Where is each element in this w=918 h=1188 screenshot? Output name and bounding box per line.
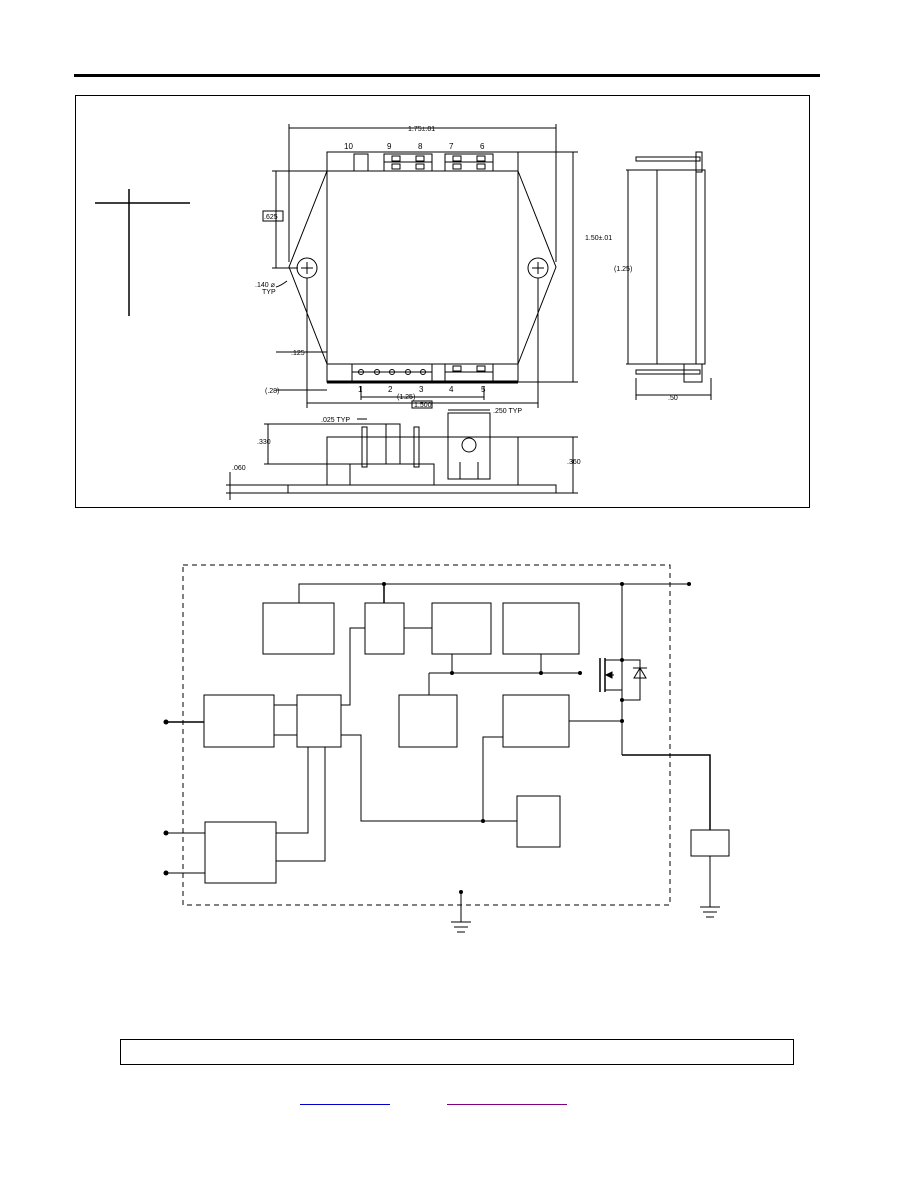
block-b — [364, 602, 405, 655]
pin-label-6: 6 — [480, 142, 485, 151]
dim-28: (.28) — [265, 388, 279, 395]
dim-125: .125 — [291, 350, 305, 357]
dim-width-overall: 1.75±.01 — [408, 126, 435, 133]
pin-label-2: 2 — [388, 385, 393, 394]
footer-link-2[interactable] — [447, 1094, 567, 1105]
dim-625: .625 — [264, 214, 278, 221]
dim-330: .330 — [257, 439, 271, 446]
dim-125-paren: (1.25) — [397, 394, 415, 401]
block-a — [262, 602, 335, 655]
block-i — [516, 795, 561, 848]
dim-height-overall: 1.50±.01 — [585, 235, 612, 242]
block-diagram — [164, 564, 730, 933]
block-g — [398, 694, 458, 748]
pin-label-7: 7 — [449, 142, 454, 151]
block-h — [502, 694, 570, 748]
dimension-labels: 1.75±.01 1.50±.01 .625 .140 ⌀ TYP .125 (… — [232, 126, 678, 472]
dim-360: .360 — [567, 459, 581, 466]
dim-side-50: .50 — [668, 395, 678, 402]
block-f — [296, 694, 342, 748]
pin-label-3: 3 — [419, 385, 424, 394]
dim-1500: 1.500 — [414, 402, 432, 409]
dim-250-typ: .250 TYP — [493, 408, 522, 415]
pin-label-9: 9 — [387, 142, 392, 151]
dim-side-125: (1.25) — [614, 266, 632, 273]
pin-label-4: 4 — [449, 385, 454, 394]
pin-label-8: 8 — [418, 142, 423, 151]
front-view — [226, 409, 578, 500]
pin-label-1: 1 — [358, 385, 363, 394]
mechanical-drawing-frame — [75, 95, 810, 508]
block-j — [204, 821, 277, 884]
side-view — [626, 151, 712, 400]
block-load — [690, 829, 730, 857]
block-e — [203, 694, 275, 748]
pin-label-5: 5 — [481, 385, 486, 394]
dim-025-typ: .025 TYP — [321, 417, 350, 424]
footer-link-1[interactable] — [300, 1094, 390, 1105]
dim-hole-typ: TYP — [262, 289, 276, 296]
top-view — [95, 124, 578, 409]
block-d — [502, 602, 580, 655]
junction-dots — [163, 582, 691, 894]
block-c — [431, 602, 492, 655]
header-rule — [74, 74, 820, 77]
pin-label-10: 10 — [344, 142, 353, 151]
dim-hole: .140 ⌀ — [255, 282, 275, 289]
footer-box — [120, 1039, 794, 1065]
pin-labels: 10 9 8 7 6 1 2 3 4 5 — [344, 142, 486, 394]
dim-060: .060 — [232, 465, 246, 472]
